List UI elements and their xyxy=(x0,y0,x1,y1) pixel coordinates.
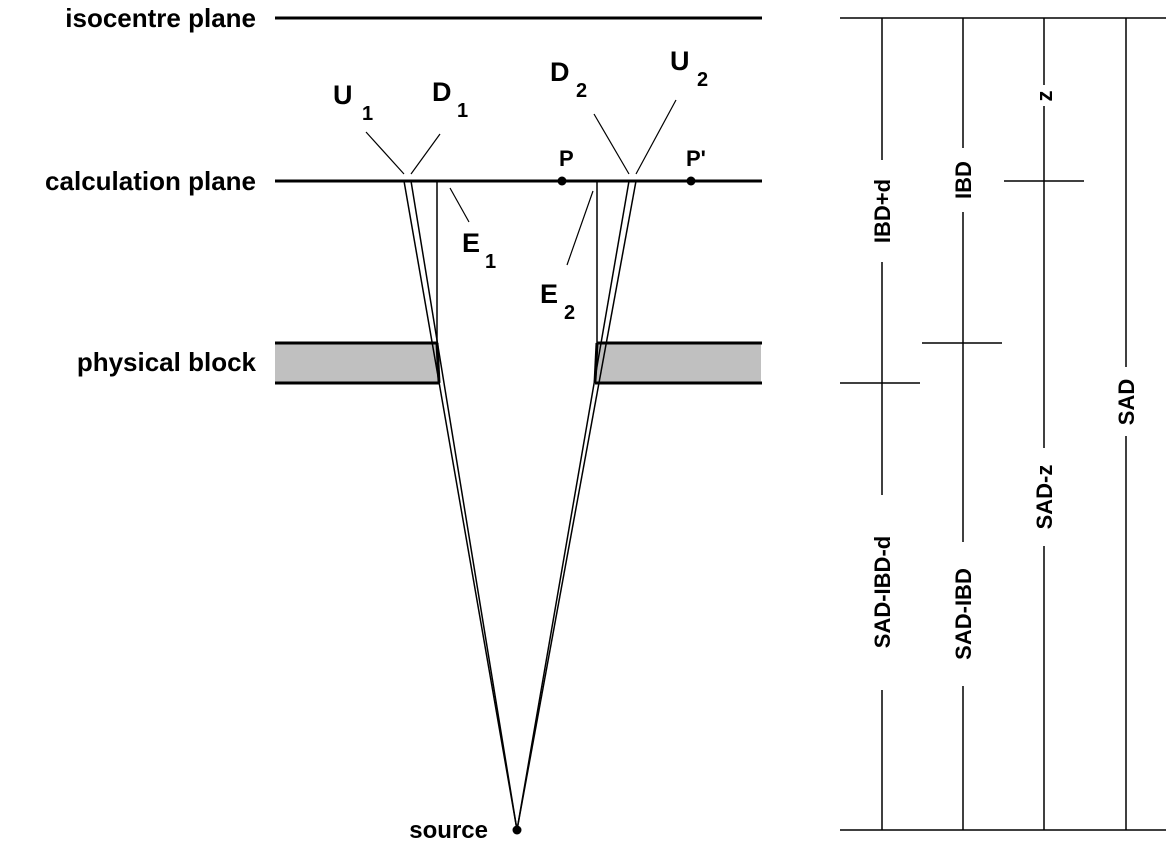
ray-u2 xyxy=(516,180,637,831)
calculation-plane-label: calculation plane xyxy=(45,166,256,196)
svg-text:U: U xyxy=(333,80,353,110)
e2-label: E 2 xyxy=(540,279,575,324)
label-ibd: IBD xyxy=(951,161,976,199)
svg-text:1: 1 xyxy=(457,100,468,122)
label-sad-ibd: SAD-IBD xyxy=(951,568,976,660)
label-leaders xyxy=(365,99,677,266)
ray-d1 xyxy=(410,180,518,831)
e1-label: E 1 xyxy=(462,228,496,273)
source-label: source xyxy=(409,817,488,844)
label-sad-z: SAD-z xyxy=(1032,465,1057,530)
point-p-prime-label: P' xyxy=(686,146,706,171)
svg-text:1: 1 xyxy=(485,251,496,273)
source-point xyxy=(512,825,522,835)
svg-text:2: 2 xyxy=(697,69,708,91)
svg-text:D: D xyxy=(432,77,452,107)
beam-rays xyxy=(403,180,637,831)
svg-text:E: E xyxy=(540,279,558,309)
physical-block-label: physical block xyxy=(77,347,257,377)
svg-text:D: D xyxy=(550,57,570,87)
isocentre-plane-label: isocentre plane xyxy=(65,3,256,33)
d2-label: D 2 xyxy=(550,57,587,102)
point-p-prime-marker xyxy=(686,176,696,186)
u2-label: U 2 xyxy=(670,46,708,91)
d1-label: D 1 xyxy=(432,77,468,122)
point-p-marker xyxy=(557,176,567,186)
ray-u1 xyxy=(403,180,518,831)
point-p-label: P xyxy=(559,146,574,171)
label-ibd-plus-d: IBD+d xyxy=(870,179,895,243)
distance-ruler xyxy=(840,17,1166,831)
svg-text:1: 1 xyxy=(362,103,373,125)
svg-text:U: U xyxy=(670,46,690,76)
u1-label: U 1 xyxy=(333,80,373,125)
svg-text:E: E xyxy=(462,228,480,258)
svg-text:2: 2 xyxy=(564,302,575,324)
label-z: z xyxy=(1032,91,1057,102)
label-sad-ibd-d: SAD-IBD-d xyxy=(870,536,895,648)
svg-text:2: 2 xyxy=(576,80,587,102)
label-sad: SAD xyxy=(1114,379,1139,425)
physical-block-left xyxy=(275,341,441,385)
ray-d2 xyxy=(516,180,630,831)
physical-block-right xyxy=(593,341,762,385)
